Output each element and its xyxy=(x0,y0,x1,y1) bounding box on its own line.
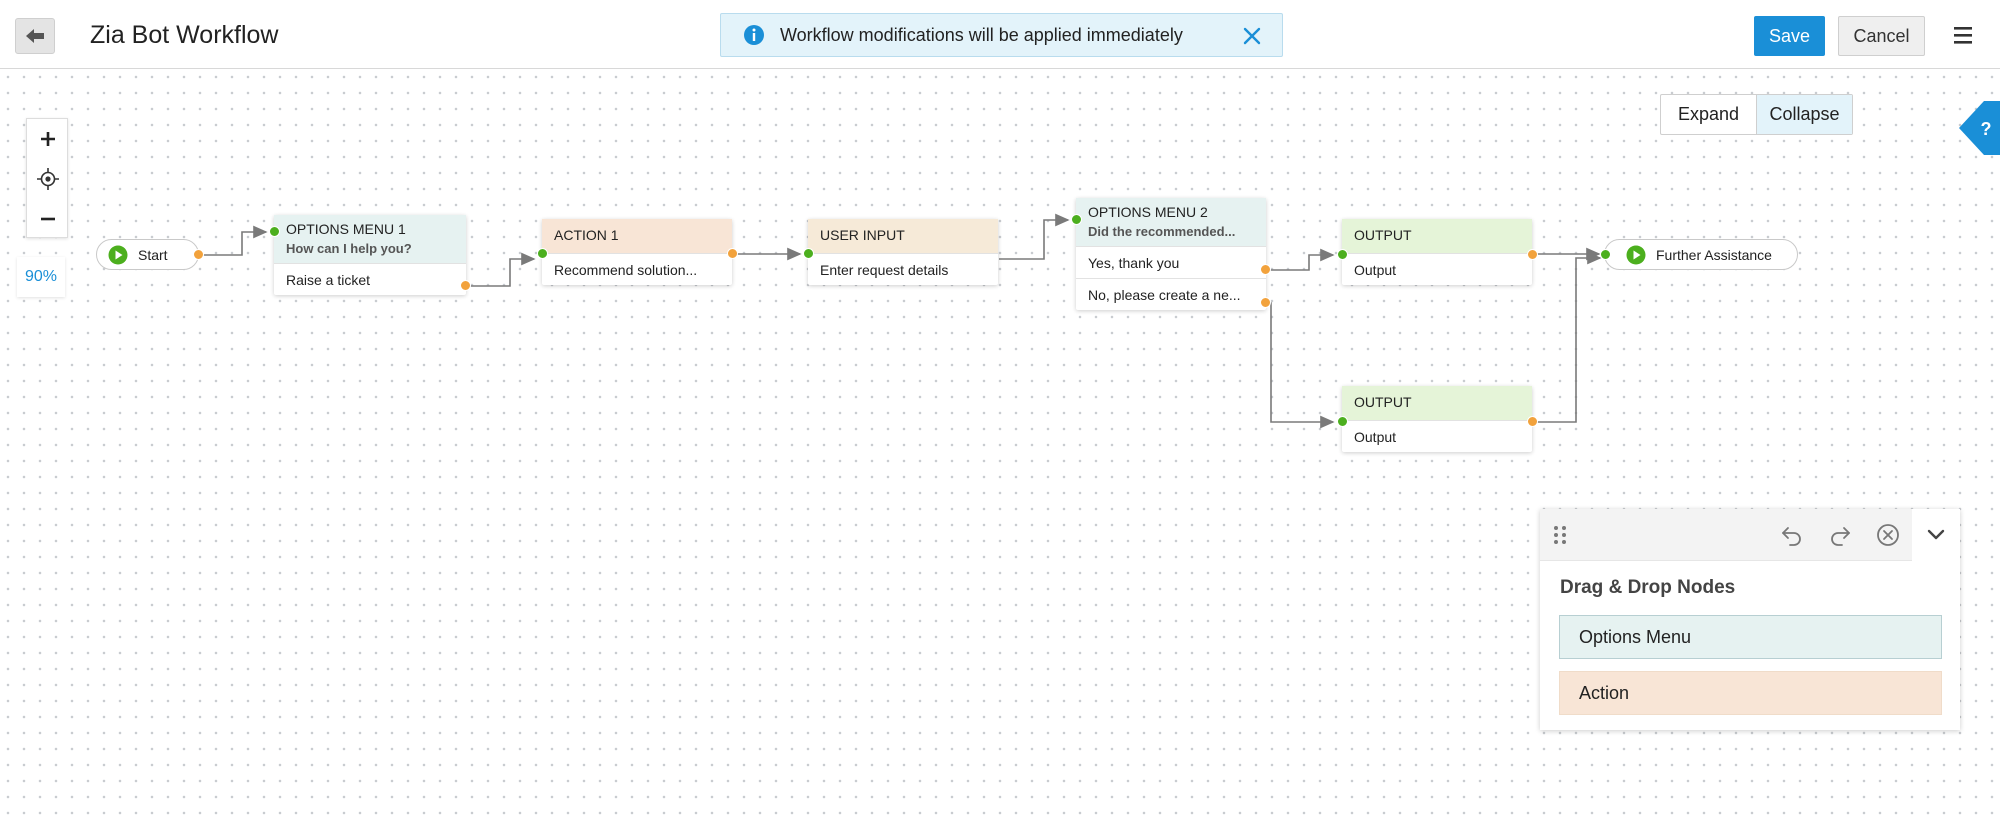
link-options2-output2 xyxy=(1265,302,1335,429)
option-row: Raise a ticket xyxy=(274,263,466,295)
draggable-options-menu[interactable]: Options Menu xyxy=(1559,615,1942,659)
back-arrow-icon xyxy=(26,29,44,43)
hamburger-menu-icon[interactable] xyxy=(1952,22,1976,48)
node-subtitle: Did the recommended... xyxy=(1088,224,1236,239)
link-output2-further xyxy=(1532,251,1602,423)
notice-text: Workflow modifications will be applied i… xyxy=(780,24,1183,45)
panel-toolbar xyxy=(1540,509,1960,561)
recenter-icon xyxy=(37,168,59,190)
expand-collapse-toggle: Expand Collapse xyxy=(1660,94,1853,135)
svg-text:?: ? xyxy=(1981,119,1992,139)
node-subtitle: How can I help you? xyxy=(286,241,412,256)
node-title: ACTION 1 xyxy=(554,227,619,243)
node-title: OPTIONS MENU 1 xyxy=(286,221,406,237)
link-userinput-options2 xyxy=(999,213,1070,260)
notice-banner: Workflow modifications will be applied i… xyxy=(720,13,1283,57)
drag-drop-panel: Drag & Drop Nodes Options Menu Action xyxy=(1540,509,1960,730)
redo-icon[interactable] xyxy=(1828,523,1852,547)
chevron-down-icon xyxy=(1927,529,1945,540)
node-title: OUTPUT xyxy=(1354,227,1412,243)
start-label: Start xyxy=(138,246,168,263)
zoom-level[interactable]: 90% xyxy=(17,257,65,297)
input-port[interactable] xyxy=(537,248,548,259)
option-row: Yes, thank you xyxy=(1076,246,1266,278)
panel-title: Drag & Drop Nodes xyxy=(1560,577,1736,598)
node-header: ACTION 1 xyxy=(542,219,732,253)
output-2-node[interactable]: OUTPUT Output xyxy=(1337,386,1538,452)
play-icon xyxy=(108,245,128,264)
output-port[interactable] xyxy=(1260,264,1271,275)
output-port[interactable] xyxy=(193,249,204,260)
zoom-out-icon xyxy=(41,217,55,221)
link-options2-output1 xyxy=(1265,248,1335,271)
close-icon[interactable] xyxy=(1240,24,1264,48)
output-port[interactable] xyxy=(727,248,738,259)
user-input-node[interactable]: USER INPUT Enter request details xyxy=(803,219,998,285)
play-icon xyxy=(1626,245,1646,264)
workflow-canvas[interactable] xyxy=(0,69,2000,821)
output-port[interactable] xyxy=(1260,297,1271,308)
collapse-panel-button[interactable] xyxy=(1912,509,1960,561)
drag-handle-icon[interactable] xyxy=(1553,525,1567,545)
option-row: No, please create a ne... xyxy=(1076,278,1266,310)
top-bar: Zia Bot Workflow Workflow modifications … xyxy=(0,0,2000,69)
input-port[interactable] xyxy=(1600,249,1611,260)
options-menu-2-node[interactable]: OPTIONS MENU 2 Did the recommended... Ye… xyxy=(1071,198,1271,310)
action-1-node[interactable]: ACTION 1 Recommend solution... xyxy=(537,219,738,285)
zoom-in-icon xyxy=(41,132,55,146)
node-header: USER INPUT xyxy=(808,219,998,253)
link-start-options1 xyxy=(199,225,268,256)
save-button[interactable]: Save xyxy=(1754,16,1825,56)
output-port[interactable] xyxy=(460,280,471,291)
zoom-toolbar xyxy=(26,118,68,238)
input-port[interactable] xyxy=(1337,249,1348,260)
input-port[interactable] xyxy=(803,248,814,259)
undo-icon[interactable] xyxy=(1780,523,1804,547)
node-header: OPTIONS MENU 2 Did the recommended... xyxy=(1076,198,1266,246)
zoom-in-button[interactable] xyxy=(27,119,69,159)
link-options1-action1 xyxy=(466,252,536,287)
recenter-button[interactable] xyxy=(27,159,69,199)
output-1-node[interactable]: OUTPUT Output xyxy=(1337,219,1538,285)
node-title: OUTPUT xyxy=(1354,394,1412,410)
output-row: Output xyxy=(1342,253,1532,285)
back-button[interactable] xyxy=(15,18,55,54)
node-header: OPTIONS MENU 1 How can I help you? xyxy=(274,215,466,263)
clear-icon[interactable] xyxy=(1876,523,1900,547)
input-row: Enter request details xyxy=(808,253,998,285)
cancel-button[interactable]: Cancel xyxy=(1838,16,1925,56)
collapse-button[interactable]: Collapse xyxy=(1757,95,1852,134)
further-assistance-node[interactable]: Further Assistance xyxy=(1600,239,1798,270)
draggable-action[interactable]: Action xyxy=(1559,671,1942,715)
input-port[interactable] xyxy=(1071,214,1082,225)
output-row: Output xyxy=(1342,420,1532,452)
output-port[interactable] xyxy=(1527,416,1538,427)
help-icon[interactable]: ? xyxy=(1955,99,2000,157)
action-row: Recommend solution... xyxy=(542,253,732,285)
node-title: OPTIONS MENU 2 xyxy=(1088,204,1208,220)
page-title: Zia Bot Workflow xyxy=(90,21,279,49)
expand-button[interactable]: Expand xyxy=(1661,95,1757,134)
start-node[interactable]: Start xyxy=(96,239,204,270)
info-icon xyxy=(744,25,764,45)
input-port[interactable] xyxy=(269,226,280,237)
zoom-out-button[interactable] xyxy=(27,199,69,239)
node-header: OUTPUT xyxy=(1342,386,1532,420)
output-port[interactable] xyxy=(1527,249,1538,260)
node-header: OUTPUT xyxy=(1342,219,1532,253)
input-port[interactable] xyxy=(1337,416,1348,427)
options-menu-1-node[interactable]: OPTIONS MENU 1 How can I help you? Raise… xyxy=(269,215,471,295)
node-title: USER INPUT xyxy=(820,227,905,243)
further-assistance-label: Further Assistance xyxy=(1656,246,1772,263)
